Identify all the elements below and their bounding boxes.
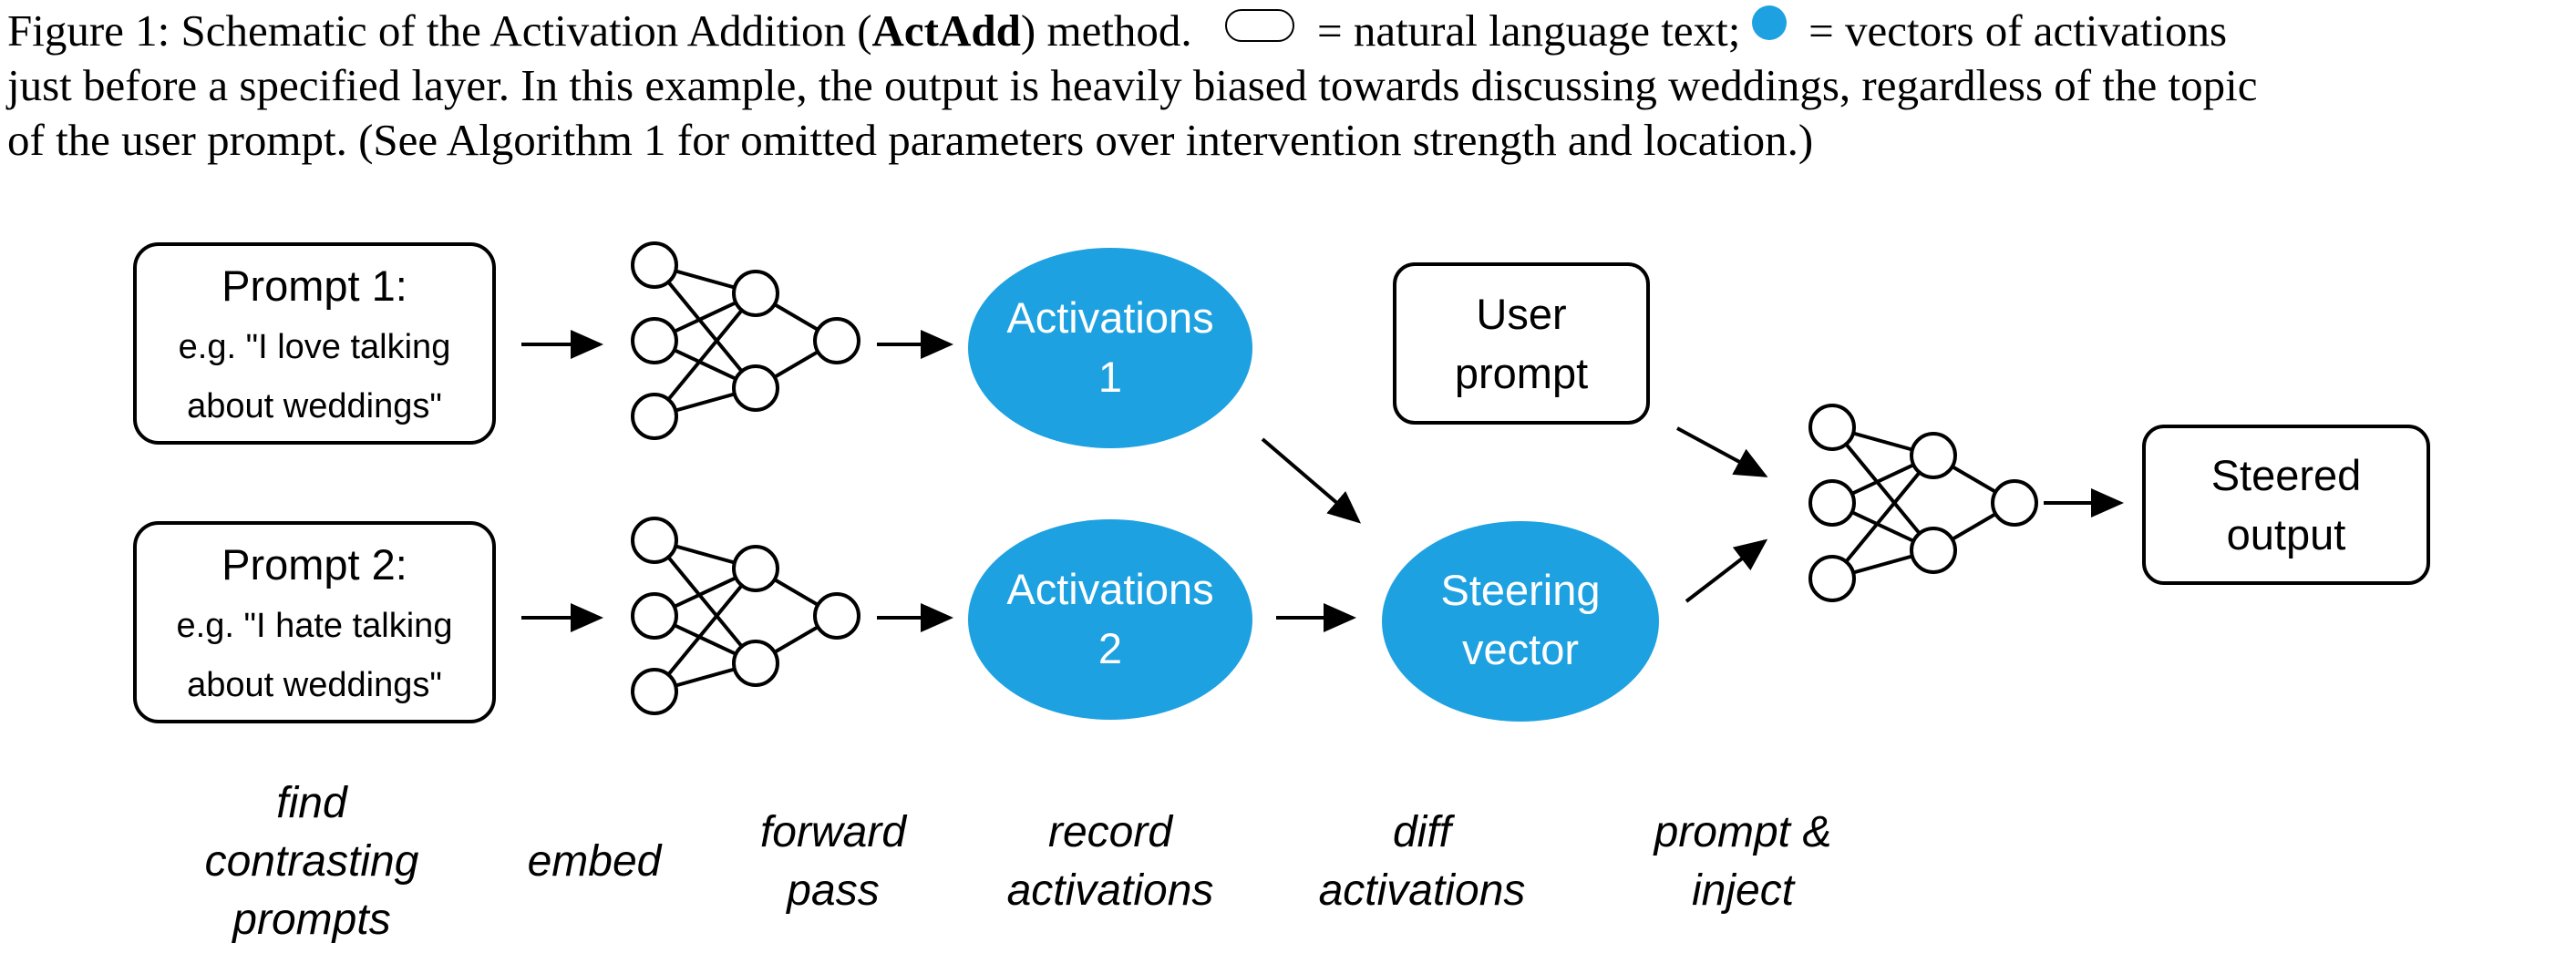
steering-vector-line1: Steering: [1440, 566, 1600, 614]
network-node: [1991, 479, 2038, 527]
arrow-activations1-to-steering: [1261, 437, 1362, 524]
figure-caption: Figure 1: Schematic of the Activation Ad…: [7, 4, 2569, 168]
network-node: [631, 517, 678, 564]
network-node: [1808, 404, 1856, 451]
caption-line-3: of the user prompt. (See Algorithm 1 for…: [7, 115, 1814, 165]
network-node: [631, 393, 678, 440]
prompt-2-box: Prompt 2: e.g. "I hate talking about wed…: [133, 521, 496, 723]
network-node: [1808, 479, 1856, 527]
step-label-line: forward: [760, 808, 907, 856]
neural-network-icon: [631, 241, 860, 440]
caption-after-method: ) method.: [1020, 5, 1192, 56]
prompt-2-example-line1: e.g. "I hate talking: [177, 607, 453, 645]
network-node: [631, 668, 678, 715]
activations-2-node: Activations 2: [968, 519, 1252, 720]
arrow-userprompt-to-net: [1676, 426, 1768, 477]
network-node: [1910, 432, 1957, 479]
caption-line-2: just before a specified layer. In this e…: [7, 60, 2258, 110]
user-prompt-line2: prompt: [1455, 349, 1588, 397]
caption-legend-vector: = vectors of activations: [1808, 5, 2228, 56]
steering-vector-node: Steering vector: [1382, 521, 1659, 722]
activations-1-node: Activations 1: [968, 248, 1252, 448]
network-edge: [653, 263, 757, 390]
steering-vector-line2: vector: [1462, 625, 1579, 673]
network-node: [732, 640, 779, 687]
step-label-line: prompts: [231, 896, 390, 944]
user-prompt-box: User prompt: [1393, 262, 1650, 425]
network-node: [1808, 555, 1856, 602]
prompt-1-title: Prompt 1:: [222, 261, 407, 310]
caption-method-name: ActAdd: [871, 5, 1021, 56]
prompt-1-box: Prompt 1: e.g. "I love talking about wed…: [133, 242, 496, 445]
network-node: [732, 270, 779, 317]
neural-network-icon: [1808, 404, 2038, 602]
step-label-line: embed: [528, 837, 663, 886]
user-prompt-line1: User: [1476, 290, 1566, 338]
vector-legend-icon: [1751, 5, 1787, 40]
network-node: [732, 364, 779, 412]
activations-2-label: Activations: [1006, 565, 1213, 613]
step-label-line: inject: [1692, 866, 1796, 915]
prompt-2-title: Prompt 2:: [222, 540, 407, 589]
network-node: [732, 545, 779, 592]
prompt-1-example-line2: about weddings": [187, 387, 442, 425]
network-edge: [653, 538, 757, 665]
network-node: [813, 592, 860, 640]
network-node: [631, 317, 678, 364]
step-label-line: pass: [785, 866, 879, 915]
network-edge: [653, 292, 757, 418]
network-edge: [1830, 425, 1935, 552]
activations-1-index: 1: [1098, 353, 1122, 401]
step-labels: find contrasting prompts embed forward pass re…: [205, 779, 1832, 944]
neural-network-icon: [631, 517, 860, 715]
network-node: [813, 317, 860, 364]
network-node: [631, 592, 678, 640]
activations-1-label: Activations: [1006, 293, 1213, 342]
steered-output-line1: Steered: [2211, 451, 2362, 499]
step-label-line: activations: [1007, 866, 1214, 915]
network-node: [1910, 527, 1957, 574]
step-label-line: prompt &: [1653, 808, 1832, 856]
activations-2-index: 2: [1098, 624, 1122, 672]
step-label-line: activations: [1319, 866, 1526, 915]
network-edge: [1830, 454, 1935, 580]
text-legend-icon: [1225, 9, 1295, 42]
network-node: [631, 241, 678, 289]
prompt-2-example-line2: about weddings": [187, 666, 442, 704]
steered-output-box: Steered output: [2142, 425, 2430, 585]
step-label-line: record: [1048, 808, 1173, 856]
arrow-steering-to-net: [1685, 538, 1768, 603]
caption-legend-text: = natural language text;: [1316, 5, 1741, 56]
step-label-line: contrasting: [205, 837, 419, 886]
prompt-1-example-line1: e.g. "I love talking: [179, 328, 451, 366]
steered-output-line2: output: [2227, 510, 2346, 558]
network-edge: [653, 567, 757, 693]
step-label-line: diff: [1393, 808, 1456, 856]
caption-prefix: Figure 1: Schematic of the Activation Ad…: [7, 5, 872, 56]
step-label-line: find: [276, 779, 348, 827]
